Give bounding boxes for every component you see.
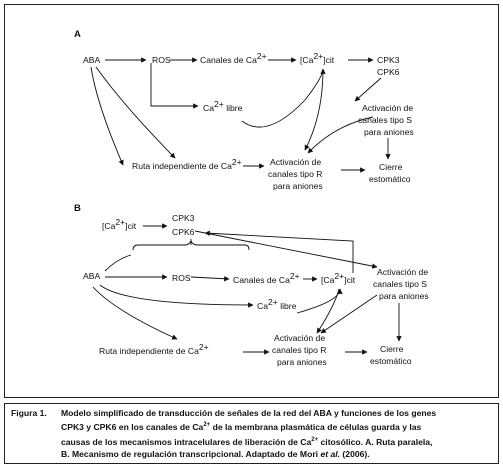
b-aba-node: ABA <box>83 271 100 281</box>
a-ca-cit-node: [Ca2+]cit <box>300 51 335 65</box>
caption-line-4-pre: B. Mecanismo de regulación transcripcion… <box>61 448 321 459</box>
figure-caption: Figura 1. Modelo simplificado de transduc… <box>4 403 499 464</box>
caption-line-2-post: de la membrana plasmática de células gua… <box>210 422 422 433</box>
b-arrow-aba-brace <box>104 254 132 272</box>
a-cierre-line2: estomático <box>369 174 411 184</box>
a-ruta-node: Ruta independiente de Ca2+ <box>132 157 242 171</box>
b-cpk6-label: CPK6 <box>172 227 195 237</box>
a-act-s-line3: para aniones <box>364 127 414 137</box>
a-arrow-caLibre-to-cacit <box>241 68 326 128</box>
caption-line-3-post: citosólico. A. Ruta paralela, <box>318 436 433 447</box>
b-act-r-line3: para aniones <box>277 357 327 367</box>
panel-a: A ABA ROS Canales de Ca2+ [Ca2+]cit CPK3… <box>74 29 414 191</box>
caption-line-1: Modelo simplificado de transducción de s… <box>61 408 437 418</box>
panel-a-letter: A <box>74 29 81 40</box>
b-cierre-line1: Cierre <box>380 344 404 354</box>
a-canales-ca-node: Canales de Ca2+ <box>200 51 267 65</box>
a-ros-node: ROS <box>152 55 171 65</box>
caption-sup-2: 2+ <box>311 436 319 443</box>
a-arrow-cpk-act-s <box>354 77 382 102</box>
caption-sup-1: 2+ <box>203 422 211 429</box>
caption-line-4-em: et al. <box>320 448 341 459</box>
caption-line-4-post: (2006). <box>340 448 370 459</box>
b-cpk3-label: CPK3 <box>172 213 195 223</box>
b-arrow-cpk-act-s <box>194 230 378 269</box>
a-aba-node: ABA <box>83 55 100 65</box>
b-ca-cit-top-node: [Ca2+]cit <box>102 217 137 231</box>
panel-b-letter: B <box>74 203 81 214</box>
a-cpk3-label: CPK3 <box>377 55 400 65</box>
a-act-s-line1: Activación de <box>362 103 413 113</box>
b-arrow-cacit-cpk-feedback <box>204 230 354 273</box>
a-arrow-to-ca-libre <box>150 63 199 109</box>
b-arrow-cacit-act-r <box>316 288 340 334</box>
b-act-s-line1: Activación de <box>377 267 428 277</box>
a-cpk6-label: CPK6 <box>377 67 400 77</box>
a-ca-libre-node: Ca2+ libre <box>203 99 243 113</box>
a-act-s-line2: canales tipo S <box>358 115 412 125</box>
a-arrow-act-s-act-r <box>307 116 374 154</box>
b-arrow-act-s-act-r <box>320 294 378 334</box>
panel-b: B [Ca2+]cit CPK3 CPK6 ABA ROS Canales de… <box>74 203 429 367</box>
b-arrow-aba-ca-libre <box>99 284 254 308</box>
b-arrow-caLibre-cacit <box>296 288 343 314</box>
b-act-r-line2: canales tipo R <box>272 345 326 355</box>
caption-label: Figura 1. <box>11 408 47 418</box>
b-act-r-line1: Activación de <box>274 333 325 343</box>
a-act-r-line1: Activación de <box>270 157 321 167</box>
b-cierre-line2: estomático <box>370 356 412 366</box>
b-canales-ca-node: Canales de Ca2+ <box>233 271 300 285</box>
b-ca-cit-node: [Ca2+]cit <box>321 271 356 285</box>
caption-line-2-pre: CPK3 y CPK6 en los canales de Ca <box>61 422 204 433</box>
a-arrow-aba-ruta-left <box>90 66 124 166</box>
signaling-diagram: A ABA ROS Canales de Ca2+ [Ca2+]cit CPK3… <box>74 29 429 367</box>
b-arrow-ros-canales <box>190 276 230 282</box>
b-arrow-aba-ruta <box>92 286 178 340</box>
a-arrow-aba-ruta-right <box>95 66 176 159</box>
b-act-s-line3: para aniones <box>379 291 429 301</box>
b-ca-libre-node: Ca2+ libre <box>257 297 297 311</box>
a-cierre-line1: Cierre <box>379 162 403 172</box>
a-act-r-line2: canales tipo R <box>268 169 322 179</box>
a-arrow-cacit-act-r <box>304 68 324 151</box>
caption-line-3-pre: causas de los mecanismos intracelulares … <box>61 436 312 447</box>
figure-frame: A ABA ROS Canales de Ca2+ [Ca2+]cit CPK3… <box>4 4 499 398</box>
b-ruta-node: Ruta independiente de Ca2+ <box>99 342 209 356</box>
b-act-s-line2: canales tipo S <box>373 279 427 289</box>
a-act-r-line3: para aniones <box>273 181 323 191</box>
b-ros-node: ROS <box>172 273 191 283</box>
